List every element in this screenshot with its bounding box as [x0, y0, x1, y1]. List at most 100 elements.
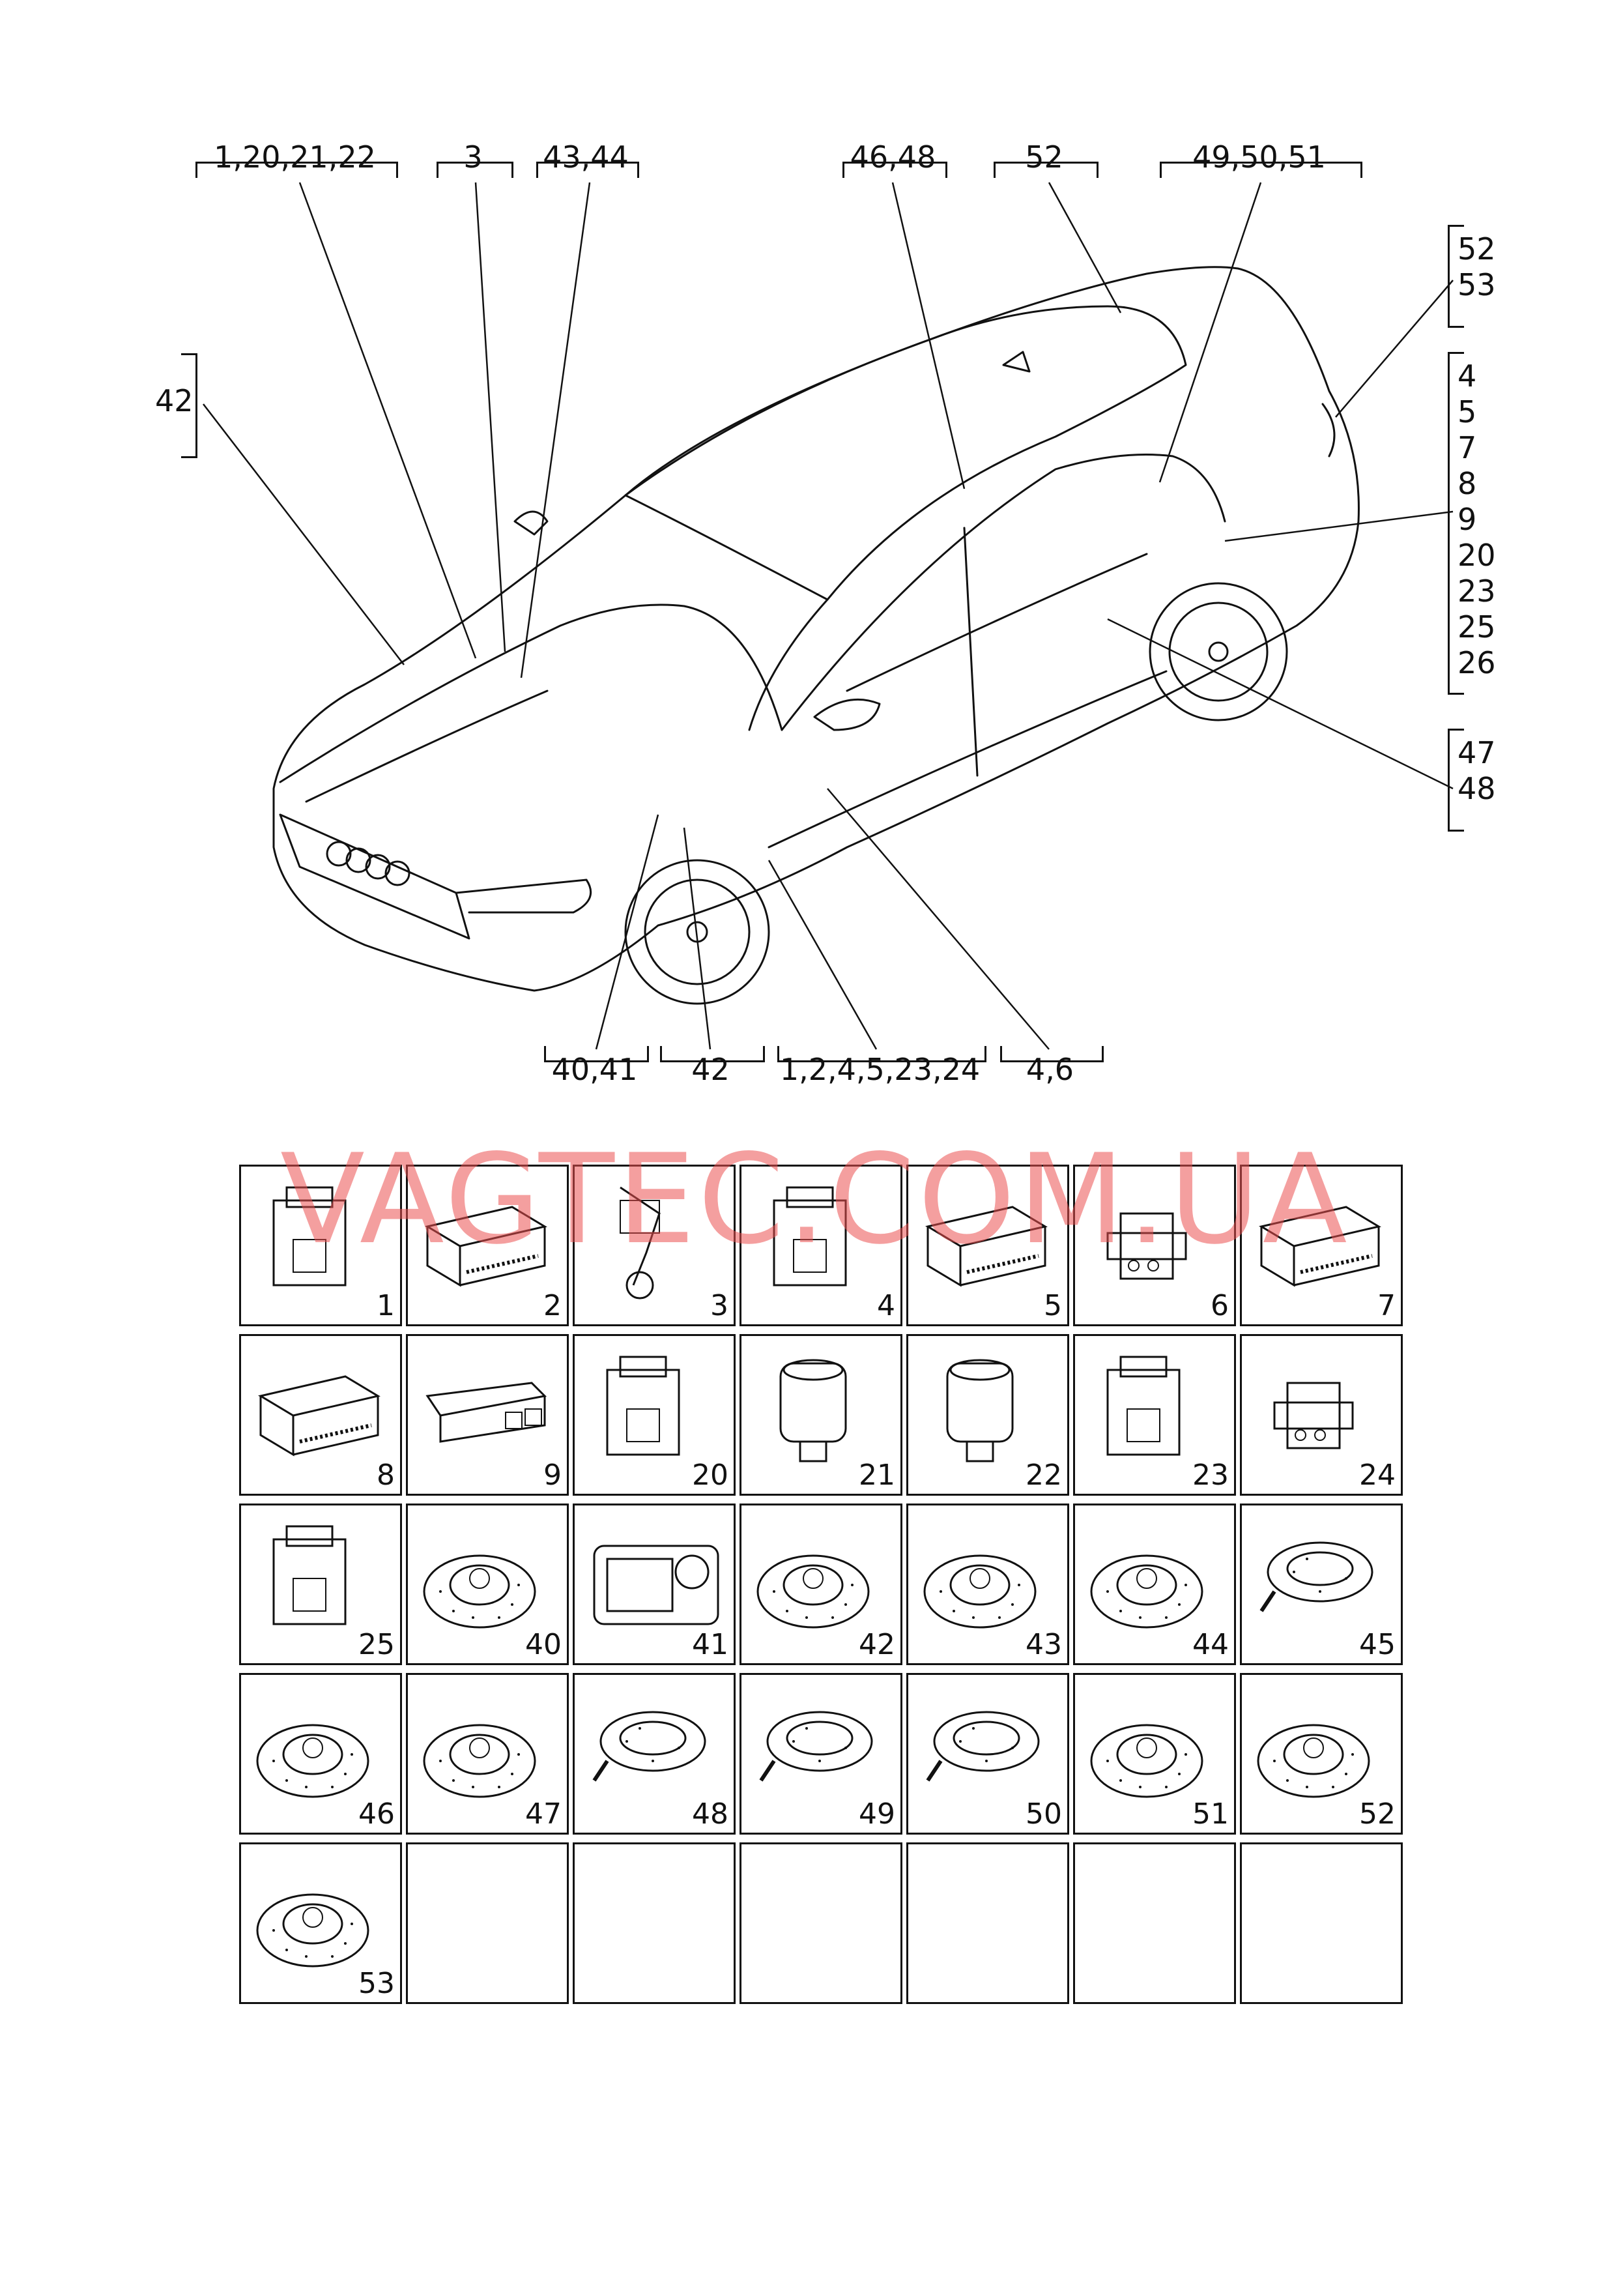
small-connector-icon: [1273, 1382, 1354, 1449]
callout-stack-parts: 4 5 7 8 9 20 23 25 26: [1458, 358, 1496, 681]
callout-bracket: [437, 162, 513, 178]
callout-label: 4: [1458, 358, 1477, 394]
empty-cell: [906, 1842, 1069, 2004]
part-cell-7[interactable]: 7: [1240, 1165, 1403, 1326]
round-grommet-icon: [1090, 1554, 1203, 1629]
part-cell-42[interactable]: 42: [740, 1504, 902, 1665]
empty-cell: [740, 1842, 902, 2004]
part-number: 1: [377, 1289, 395, 1322]
empty-cell: [1240, 1842, 1403, 2004]
part-cell-40[interactable]: 40: [406, 1504, 569, 1665]
parts-row: 25 40 41 42 43 44 45: [239, 1504, 1405, 1665]
part-number: 25: [358, 1628, 395, 1661]
callout-label: 42: [691, 1052, 730, 1087]
part-cell-4[interactable]: 4: [740, 1165, 902, 1326]
multi-pin-connector-icon: [925, 1206, 1048, 1287]
part-cell-52[interactable]: 52: [1240, 1673, 1403, 1835]
part-cell-1[interactable]: 1: [239, 1165, 402, 1326]
round-grommet-icon: [423, 1724, 536, 1798]
part-cell-25[interactable]: 25: [239, 1504, 402, 1665]
callout-bracket: [1448, 352, 1464, 695]
callout-label: 40,41: [551, 1052, 638, 1087]
connector-housing-icon: [606, 1356, 680, 1456]
part-number: 49: [859, 1797, 895, 1831]
part-cell-6[interactable]: 6: [1073, 1165, 1236, 1326]
callout-label: 1,2,4,5,23,24: [779, 1052, 981, 1087]
part-cell-43[interactable]: 43: [906, 1504, 1069, 1665]
callout-label: 8: [1458, 466, 1477, 501]
part-cell-23[interactable]: 23: [1073, 1334, 1236, 1496]
part-cell-2[interactable]: 2: [406, 1165, 569, 1326]
round-grommet-icon: [923, 1554, 1037, 1629]
part-number: 22: [1026, 1459, 1062, 1492]
part-number: 53: [358, 1967, 395, 2000]
part-cell-49[interactable]: 49: [740, 1673, 902, 1835]
part-cell-21[interactable]: 21: [740, 1334, 902, 1496]
part-cell-46[interactable]: 46: [239, 1673, 402, 1835]
part-cell-24[interactable]: 24: [1240, 1334, 1403, 1496]
callout-label: 43,44: [543, 139, 629, 175]
callout-label: 26: [1458, 645, 1496, 680]
part-cell-41[interactable]: 41: [573, 1504, 736, 1665]
callout-bracket: [660, 1046, 765, 1062]
part-number: 9: [543, 1459, 562, 1492]
part-number: 20: [692, 1459, 728, 1492]
connector-housing-icon: [272, 1525, 347, 1625]
multi-pin-connector-icon: [425, 1206, 547, 1287]
part-cell-45[interactable]: 45: [1240, 1504, 1403, 1665]
callout-bracket: [1448, 225, 1464, 328]
callout-bracket: [842, 162, 947, 178]
part-number: 5: [1044, 1289, 1062, 1322]
part-cell-44[interactable]: 44: [1073, 1504, 1236, 1665]
callout-bracket: [1160, 162, 1362, 178]
part-cell-20[interactable]: 20: [573, 1334, 736, 1496]
part-cell-22[interactable]: 22: [906, 1334, 1069, 1496]
multi-pin-connector-icon: [258, 1375, 381, 1457]
part-number: 51: [1192, 1797, 1229, 1831]
part-number: 7: [1377, 1289, 1396, 1322]
callout-bracket: [1448, 729, 1464, 832]
callout-bracket: [994, 162, 1099, 178]
callout-label: 7: [1458, 430, 1477, 465]
part-cell-48[interactable]: 48: [573, 1673, 736, 1835]
round-grommet-icon: [1090, 1724, 1203, 1798]
part-cell-47[interactable]: 47: [406, 1673, 569, 1835]
callout-stack-47-48: 47 48: [1458, 735, 1496, 807]
callout-label: 3: [463, 139, 483, 175]
oval-grommet-icon: [926, 1711, 1040, 1782]
part-number: 2: [543, 1289, 562, 1322]
part-number: 21: [859, 1459, 895, 1492]
callout-bracket: [536, 162, 639, 178]
part-cell-9[interactable]: 9: [406, 1334, 569, 1496]
part-cell-53[interactable]: 53: [239, 1842, 402, 2004]
callout-label: 5: [1458, 394, 1477, 429]
part-number: 43: [1026, 1628, 1062, 1661]
part-cell-50[interactable]: 50: [906, 1673, 1069, 1835]
round-grommet-icon: [256, 1893, 369, 1968]
part-number: 41: [692, 1628, 728, 1661]
callout-bracket: [195, 162, 398, 178]
flat-connector-icon: [425, 1382, 547, 1443]
callout-label: 46,48: [850, 139, 936, 175]
part-number: 44: [1192, 1628, 1229, 1661]
callout-label: 49,50,51: [1192, 139, 1326, 175]
part-number: 45: [1359, 1628, 1396, 1661]
connector-housing-icon: [1106, 1356, 1181, 1456]
empty-cell: [406, 1842, 569, 2004]
round-plug-icon: [946, 1359, 1014, 1462]
part-cell-5[interactable]: 5: [906, 1165, 1069, 1326]
oval-grommet-icon: [759, 1711, 873, 1782]
part-number: 24: [1359, 1459, 1396, 1492]
part-number: 46: [358, 1797, 395, 1831]
part-number: 52: [1359, 1797, 1396, 1831]
callout-label: 1,20,21,22: [214, 139, 376, 175]
part-number: 48: [692, 1797, 728, 1831]
small-connector-icon: [1106, 1212, 1187, 1280]
round-plug-icon: [779, 1359, 847, 1462]
car-illustration: [203, 182, 1454, 1050]
part-cell-3[interactable]: 3: [573, 1165, 736, 1326]
part-cell-51[interactable]: 51: [1073, 1673, 1236, 1835]
round-grommet-icon: [1257, 1724, 1370, 1798]
part-number: 8: [377, 1459, 395, 1492]
part-cell-8[interactable]: 8: [239, 1334, 402, 1496]
